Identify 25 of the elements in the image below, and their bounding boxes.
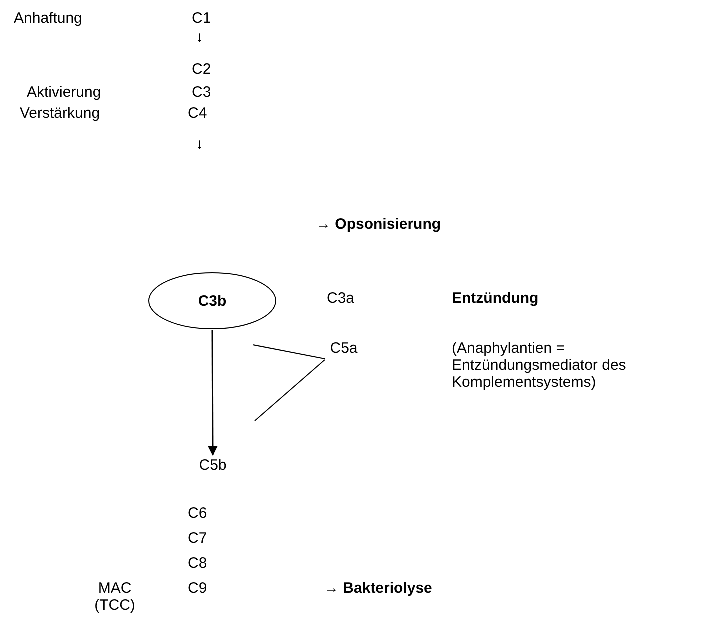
component-label: C1 — [192, 10, 212, 27]
leader-line — [252, 344, 326, 360]
result-label: → Opsonisierung — [316, 216, 442, 233]
component-label: C3a — [327, 290, 355, 307]
component-label: C8 — [188, 555, 208, 572]
down-arrow-icon: ↓ — [196, 136, 204, 153]
component-label: C6 — [188, 505, 208, 522]
component-label: C4 — [188, 105, 208, 122]
effect-label: Entzündung — [452, 290, 539, 307]
ellipse-node: C3b — [148, 272, 277, 330]
result-label: → Bakteriolyse — [324, 580, 432, 597]
note-text: (Anaphylantien = Entzündungsmediator des Komplementsystems) — [452, 340, 628, 391]
arrow — [208, 330, 218, 456]
step-label: Anhaftung — [14, 10, 82, 27]
node-label: C5a — [325, 340, 363, 360]
step-label: Verstärkung — [20, 105, 100, 122]
component-label: C2 — [192, 61, 212, 78]
leader-line — [254, 360, 326, 422]
down-arrow-icon: ↓ — [196, 29, 204, 46]
node-label: C5b — [196, 455, 230, 475]
complex-label: MAC (TCC) — [94, 580, 136, 614]
component-label: C7 — [188, 530, 208, 547]
component-label: C9 — [188, 580, 208, 597]
component-label: C3 — [192, 84, 212, 101]
step-label: Aktivierung — [27, 84, 102, 101]
